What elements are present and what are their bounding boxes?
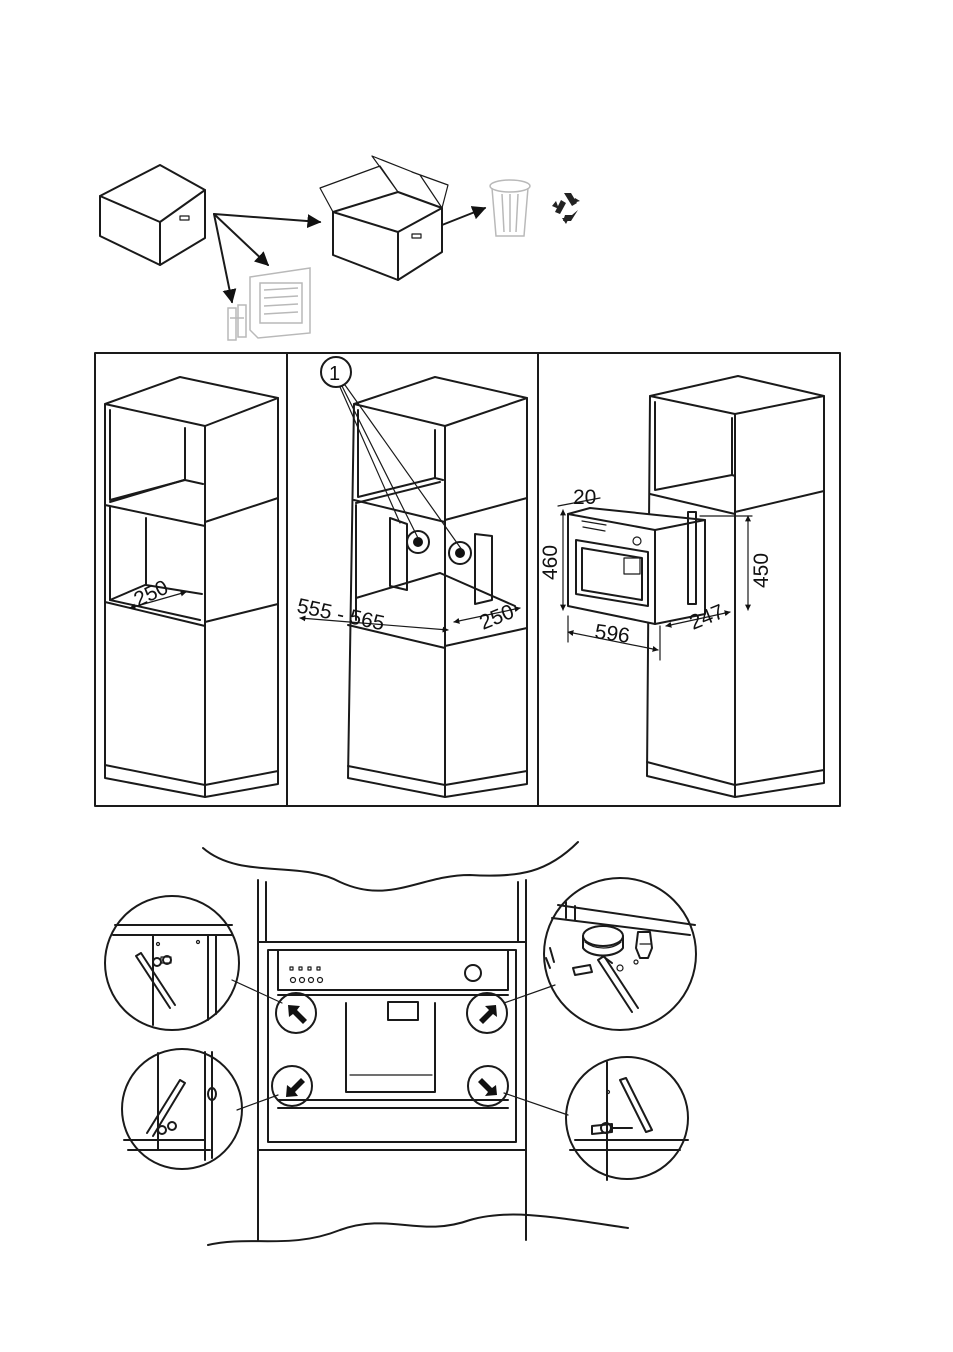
dimension-height: 460 bbox=[539, 545, 562, 580]
detail-top-left bbox=[105, 896, 239, 1030]
open-box-icon bbox=[320, 156, 448, 280]
panel-frame bbox=[95, 353, 840, 806]
panel-2-cabinet bbox=[348, 377, 527, 797]
svg-text:1: 1 bbox=[329, 363, 340, 385]
detail-bottom-left bbox=[122, 1049, 242, 1169]
detail-bottom-right bbox=[566, 1057, 688, 1180]
detail-top-right bbox=[544, 878, 696, 1030]
coffee-machine-appliance bbox=[568, 508, 705, 624]
closed-box-icon bbox=[100, 165, 205, 265]
installation-arrows bbox=[286, 1005, 497, 1097]
dimension-depth-panel-1: 250 bbox=[130, 576, 171, 612]
trash-bin-icon bbox=[490, 180, 530, 236]
dimension-width: 596 bbox=[593, 620, 631, 648]
detail-leader-lines bbox=[232, 980, 568, 1115]
recycle-icon bbox=[552, 193, 580, 224]
dimension-niche-height: 450 bbox=[750, 553, 773, 588]
panel-1-cabinet bbox=[105, 377, 278, 797]
callout-1: 1 bbox=[321, 357, 462, 550]
dimension-offset: 20 bbox=[573, 486, 596, 509]
appliance-frame-icon bbox=[228, 268, 310, 340]
dimension-depth-range: 555 - 565 bbox=[295, 594, 387, 635]
